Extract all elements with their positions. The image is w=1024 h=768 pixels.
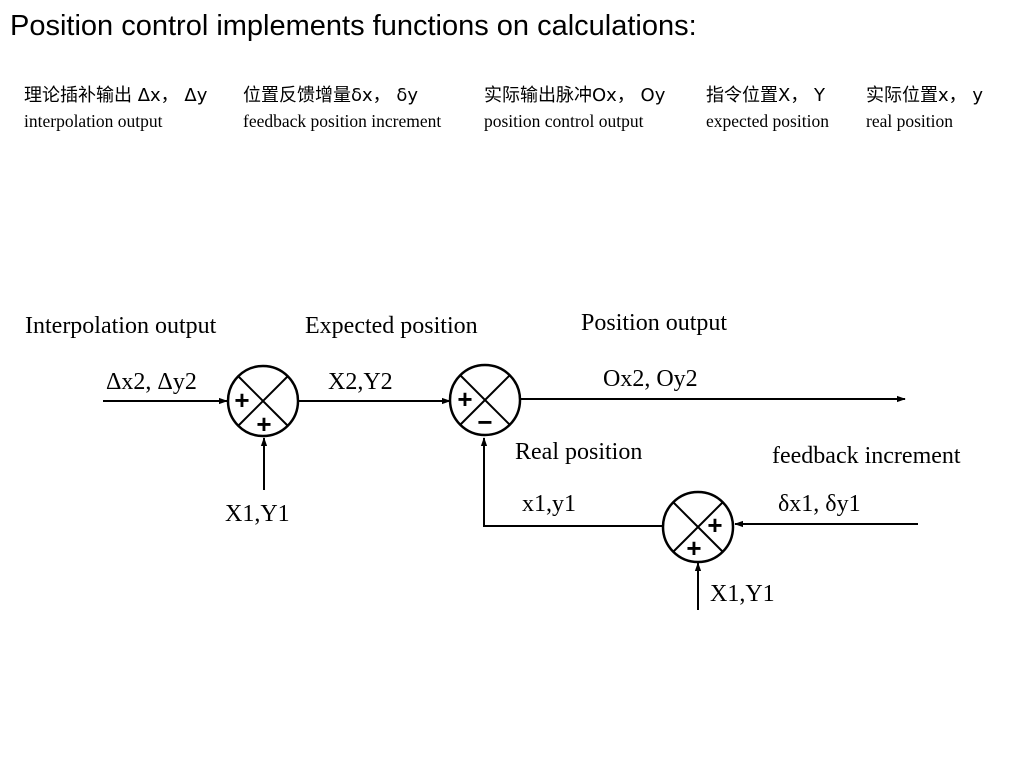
slide-title: Position control implements functions on…	[10, 10, 697, 42]
plus-sign: +	[707, 510, 722, 540]
legend-en: interpolation output	[24, 111, 163, 131]
real-xy-label: x1,y1	[522, 491, 576, 517]
legend-en: real position	[866, 111, 953, 131]
summing-junction-1: + +	[226, 364, 300, 439]
minus-sign: −	[477, 407, 492, 437]
plus-sign: +	[256, 409, 271, 439]
feedback-increment-label: feedback increment	[772, 443, 961, 469]
legend-en: feedback position increment	[243, 111, 442, 131]
feedback-delta-label: δx1, δy1	[778, 491, 861, 517]
legend-en: expected position	[706, 111, 829, 131]
plus-sign: +	[457, 384, 472, 414]
legend-item-interpolation: 理论插补输出 Δx， Δy interpolation output	[24, 84, 207, 132]
summing-junction-3: + +	[661, 490, 735, 564]
legend-item-feedback: 位置反馈增量δx， δy feedback position increment	[243, 84, 441, 132]
legend-cn: 理论插补输出 Δx， Δy	[24, 85, 208, 106]
output-o-label: Ox2, Oy2	[603, 366, 698, 392]
legend-cn: 指令位置X， Y	[706, 85, 826, 106]
legend-cn: 位置反馈增量δx， δy	[243, 85, 419, 106]
real-position-line	[480, 437, 662, 527]
x1y1-label-b: X1,Y1	[710, 581, 775, 607]
x1y1-label-a: X1,Y1	[225, 501, 290, 527]
plus-sign: +	[686, 533, 701, 563]
legend-cn: 实际输出脉冲Ox， Oy	[484, 85, 666, 106]
summing-junction-2: + −	[448, 363, 522, 437]
legend-item-expected: 指令位置X， Y expected position	[706, 84, 829, 132]
interpolation-output-label: Interpolation output	[25, 313, 217, 339]
position-output-label: Position output	[581, 310, 727, 336]
legend-item-real: 实际位置x， y real position	[866, 84, 983, 132]
real-position-label: Real position	[515, 439, 642, 465]
expected-position-label: Expected position	[305, 313, 478, 339]
legend-item-output: 实际输出脉冲Ox， Oy position control output	[484, 84, 665, 132]
input-delta-label: Δx2, Δy2	[106, 369, 197, 395]
expected-xy-label: X2,Y2	[328, 369, 393, 395]
legend-en: position control output	[484, 111, 644, 131]
legend-cn: 实际位置x， y	[866, 85, 984, 106]
plus-sign: +	[234, 385, 249, 415]
